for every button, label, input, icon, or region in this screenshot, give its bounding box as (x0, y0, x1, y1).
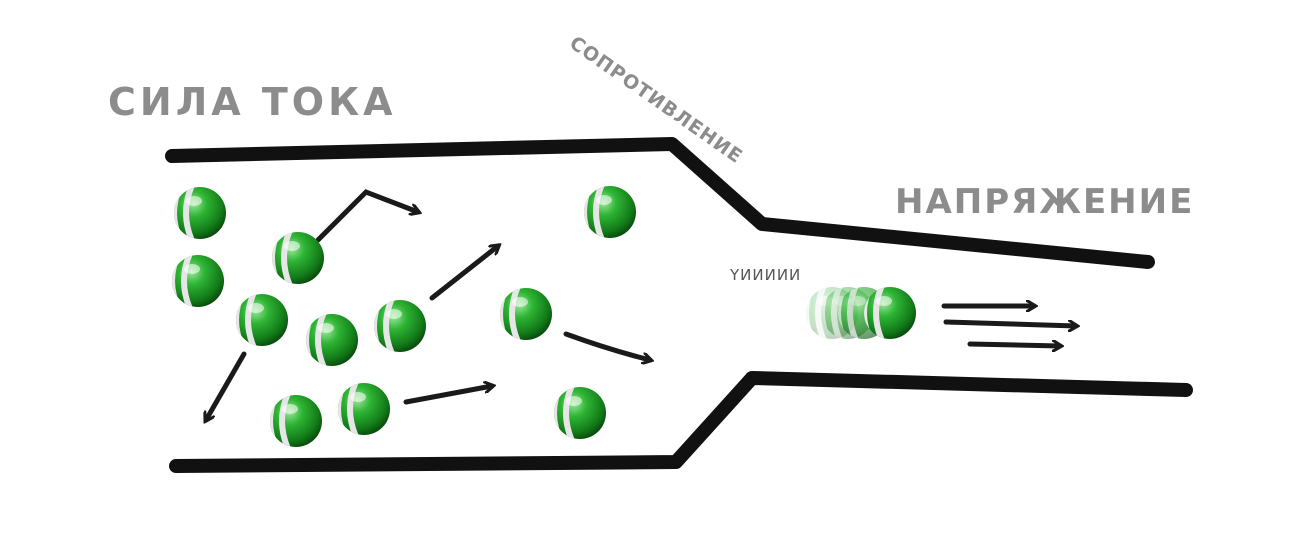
pipe-top-wall (165, 137, 1155, 269)
charge-ball-icon (500, 282, 552, 346)
charge-ball-icon (306, 308, 358, 372)
motion-arrow-icon (429, 246, 498, 301)
charge-ball-icon (554, 381, 606, 445)
charge-ball-icon (374, 294, 426, 358)
charge-ball-icon (270, 389, 322, 453)
label-whee: YИИИИИ (730, 266, 802, 284)
motion-arrow-icon (206, 351, 247, 420)
pipe-bottom-wall (169, 371, 1193, 473)
motion-arrow-icon (967, 344, 1060, 346)
label-voltage: НАПРЯЖЕНИЕ (895, 182, 1195, 222)
charge-ball-icon (236, 288, 288, 352)
label-current: СИЛА ТОКА (108, 80, 397, 124)
motion-arrows (206, 189, 1076, 420)
charge-ball-icon (338, 377, 390, 441)
charge-ball-icon (272, 226, 324, 290)
charge-ball-icon (172, 249, 224, 313)
particles (172, 180, 916, 453)
motion-arrow-icon (943, 319, 1076, 326)
charge-ball-icon (584, 180, 636, 244)
motion-arrow-icon (563, 331, 650, 360)
charge-ball-icon (174, 181, 226, 245)
motion-arrow-icon (403, 386, 492, 405)
motion-arrow-icon (315, 189, 418, 243)
